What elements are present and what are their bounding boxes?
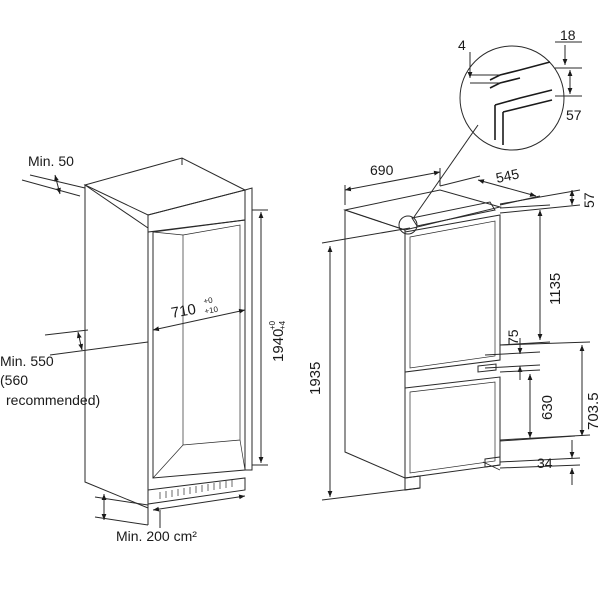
detail-right-gap-label: 18 [560, 27, 576, 43]
detail-height-label: 57 [566, 107, 582, 123]
niche-min-top-label: Min. 50 [28, 153, 74, 169]
upper-door [404, 214, 501, 373]
plinth [147, 477, 246, 505]
upper-door-height-label: 1135 [547, 273, 564, 305]
appliance: 4 18 57 690 545 57 1935 1135 [307, 27, 600, 501]
niche-depth-recommended-line2: recommended) [6, 392, 100, 408]
niche-height-tol-lower: +4 [278, 320, 287, 330]
foot-rear [484, 456, 501, 468]
niche-width-tol-lower: +10 [204, 305, 219, 316]
cabinet-right-edge [244, 187, 253, 471]
vent-area-label: Min. 200 cm² [116, 528, 197, 544]
appliance-top [343, 189, 502, 231]
cabinet-top [83, 157, 247, 216]
detail-circle [459, 45, 565, 151]
niche-min-depth-label: Min. 550 [0, 353, 54, 369]
width-dimension-line [152, 308, 246, 332]
gap-label: 75 [505, 329, 521, 345]
appliance-width-line [344, 170, 441, 192]
appliance-depth-label: 545 [494, 165, 520, 186]
appliance-top-rail [411, 201, 496, 227]
detail-profile [470, 61, 553, 145]
niche-depth-recommended-line1: (560 [0, 372, 28, 388]
lower-door [404, 376, 501, 479]
lower-total-height-label: 703.5 [585, 392, 600, 430]
vent-grille [159, 480, 233, 499]
niche-cabinet: Min. 50 710 +0 +10 1940 +0 +4 Min. 550 (… [0, 153, 287, 544]
appliance-width-label: 690 [370, 162, 394, 178]
middle-hinge [477, 363, 497, 373]
niche-height-label: 1940 [270, 329, 287, 362]
niche-width-label: 710 [170, 301, 198, 322]
detail-left-gap-label: 4 [458, 37, 466, 53]
bottom-dimension-label: 34 [537, 455, 553, 471]
appliance-depth-line [477, 179, 537, 197]
niche-height-tol-upper: +0 [268, 320, 277, 330]
detail-marker [398, 215, 418, 235]
niche-back [182, 224, 241, 446]
niche-opening [152, 219, 246, 479]
niche-width-tol-upper: +0 [203, 295, 214, 306]
lower-door-height-label: 630 [539, 395, 556, 420]
appliance-side [344, 209, 406, 479]
appliance-top-gap-label: 57 [581, 192, 597, 208]
cabinet-top-front [147, 189, 246, 233]
appliance-height-label: 1935 [307, 362, 324, 395]
